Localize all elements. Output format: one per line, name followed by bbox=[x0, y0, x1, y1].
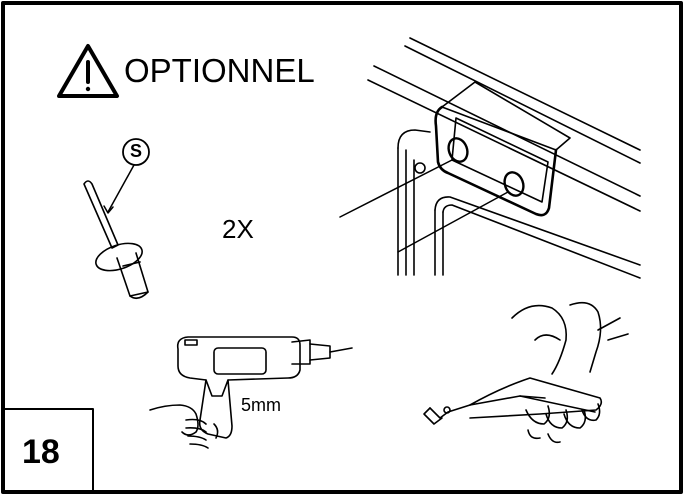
warning-triangle-icon bbox=[57, 44, 119, 98]
step-number: 18 bbox=[22, 433, 60, 471]
part-letter-label: S bbox=[129, 141, 142, 161]
drill-bit-size-label: 5mm bbox=[241, 395, 281, 415]
optional-label: OPTIONNEL bbox=[124, 52, 315, 89]
step-number-box bbox=[2, 408, 94, 493]
quantity-label: 2X bbox=[222, 214, 254, 244]
bracket-assembly-illustration bbox=[339, 37, 641, 279]
part-callout-circle bbox=[122, 138, 150, 166]
rivet-gun-illustration bbox=[423, 301, 629, 444]
drill-illustration bbox=[149, 336, 353, 449]
rivet-illustration bbox=[83, 138, 150, 300]
